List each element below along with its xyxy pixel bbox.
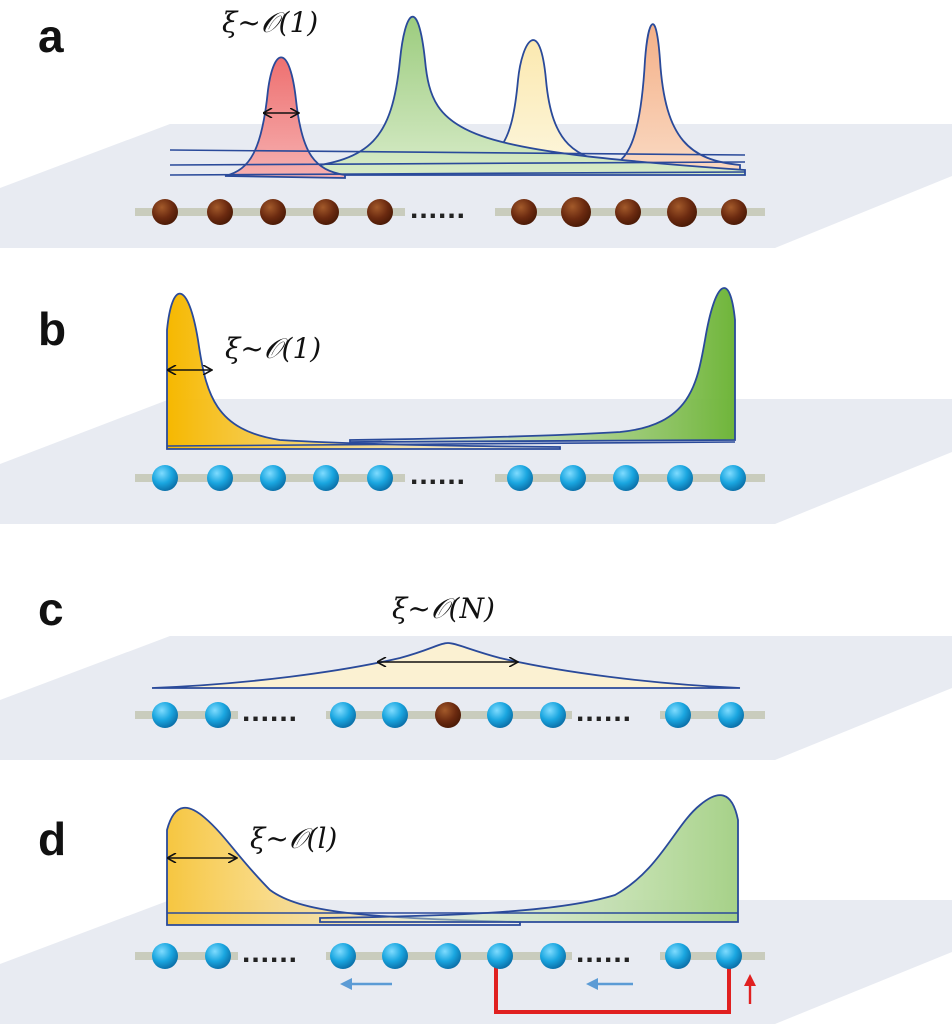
panel-a-tail-3 [169, 171, 746, 176]
panel-b-xi-label: ξ~𝒪(1) [225, 332, 321, 365]
panel-c: ξ~𝒪(N) ...... ...... c [0, 583, 952, 760]
panel-a-ellipsis: ...... [410, 192, 466, 225]
panel-d: ξ~𝒪(l) ...... ...... [0, 794, 952, 1024]
panel-a-peak-orange [599, 23, 741, 173]
site-brown [615, 199, 641, 225]
panel-b-ellipsis: ...... [410, 458, 466, 491]
panel-d-red-bond [494, 966, 731, 1014]
site-blue [540, 943, 566, 969]
site-blue [560, 465, 586, 491]
site-blue [152, 702, 178, 728]
panel-d-red-up-arrow [744, 974, 756, 1004]
site-blue [720, 465, 746, 491]
panel-d-dots-bg-right [572, 944, 660, 968]
site-blue [313, 465, 339, 491]
site-blue [205, 943, 231, 969]
panel-c-dots-bg-right [572, 703, 660, 727]
site-blue [152, 465, 178, 491]
site-brown [313, 199, 339, 225]
site-brown [435, 702, 461, 728]
site-blue [330, 943, 356, 969]
site-blue [716, 943, 742, 969]
panel-c-ellipsis-right: ...... [576, 695, 632, 728]
panel-b-peak-green [349, 287, 736, 443]
site-brown [260, 199, 286, 225]
panel-a-tail-2 [169, 161, 746, 166]
site-blue [540, 702, 566, 728]
panel-c-sites [152, 702, 744, 728]
panel-a-label: a [38, 10, 64, 62]
panel-a: ξ~𝒪(1) ...... a [0, 6, 952, 248]
panel-b-dots-bg [405, 466, 495, 490]
panel-d-label: d [38, 813, 66, 865]
site-blue [665, 943, 691, 969]
panel-a-peak-green [299, 15, 746, 176]
site-blue [613, 465, 639, 491]
panel-c-xi-label: ξ~𝒪(N) [392, 592, 495, 625]
panel-b-peak-yellow [166, 292, 561, 450]
site-brown [152, 199, 178, 225]
panel-d-hop-arrow-right [586, 978, 633, 990]
panel-c-label: c [38, 583, 64, 635]
panel-b-label: b [38, 303, 66, 355]
panel-b-sites [152, 465, 746, 491]
panel-a-xi-label: ξ~𝒪(1) [222, 6, 318, 39]
site-blue [330, 702, 356, 728]
panel-a-sites [152, 197, 747, 227]
site-blue [152, 943, 178, 969]
site-blue [435, 943, 461, 969]
site-blue [507, 465, 533, 491]
panel-d-xi-label: ξ~𝒪(l) [250, 822, 337, 855]
site-blue [718, 702, 744, 728]
panel-d-sites [152, 943, 742, 969]
site-blue [667, 465, 693, 491]
panel-b-plane [0, 399, 952, 524]
panel-c-dots-bg-left [238, 703, 326, 727]
site-brown [561, 197, 591, 227]
site-blue [665, 702, 691, 728]
panel-c-plane [0, 636, 952, 760]
panel-c-ellipsis-left: ...... [242, 695, 298, 728]
site-brown [667, 197, 697, 227]
panel-a-dots-bg [405, 200, 495, 224]
site-blue [487, 943, 513, 969]
site-blue [205, 702, 231, 728]
panel-d-hop-arrow-left [340, 978, 392, 990]
site-brown [367, 199, 393, 225]
site-blue [207, 465, 233, 491]
site-blue [260, 465, 286, 491]
panel-b: ξ~𝒪(1) ...... b [0, 287, 952, 524]
site-brown [207, 199, 233, 225]
site-blue [382, 702, 408, 728]
site-blue [367, 465, 393, 491]
panel-d-peak-green [319, 794, 739, 923]
site-blue [487, 702, 513, 728]
panel-d-dots-bg-left [238, 944, 326, 968]
site-brown [511, 199, 537, 225]
panel-b-baseline [166, 441, 736, 447]
site-brown [721, 199, 747, 225]
panel-a-tail-1 [169, 149, 746, 156]
panel-d-ellipsis-left: ...... [242, 936, 298, 969]
panel-d-plane [0, 900, 952, 1024]
site-blue [382, 943, 408, 969]
panel-d-ellipsis-right: ...... [576, 936, 632, 969]
